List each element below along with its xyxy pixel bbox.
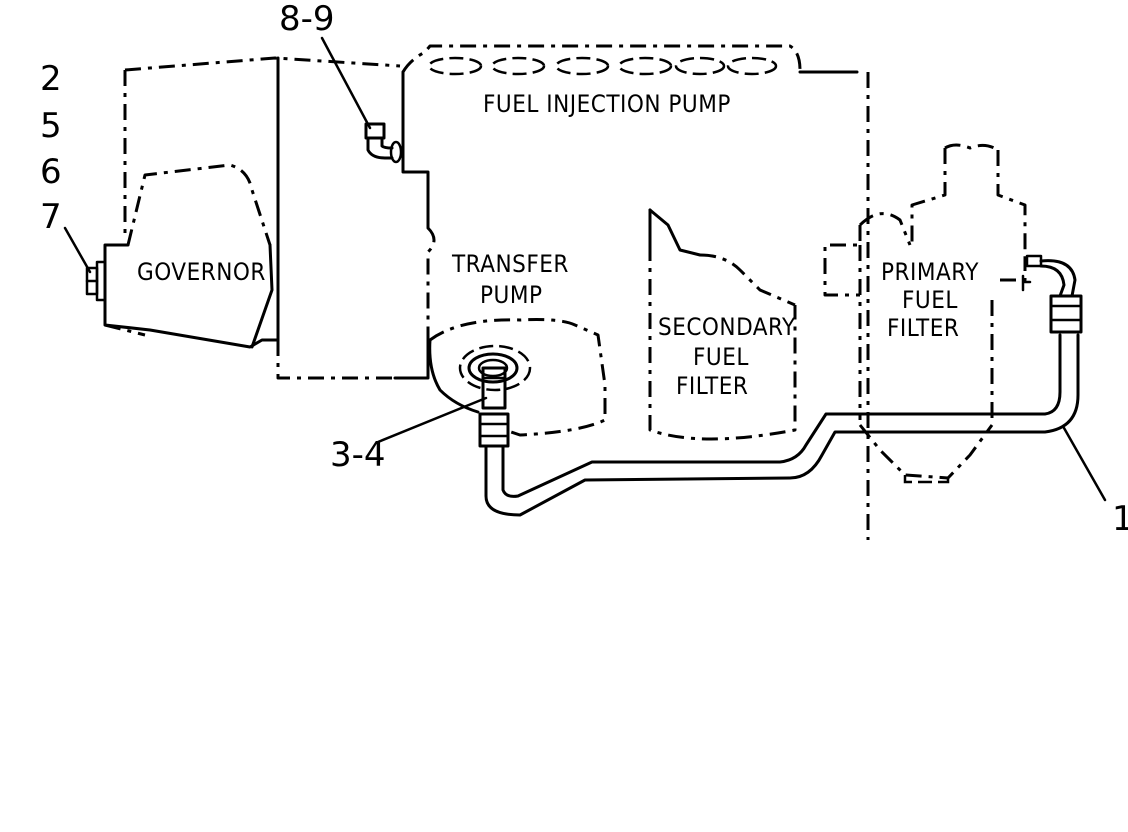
fuel-injection-pump: FUEL INJECTION PUMP bbox=[123, 44, 870, 540]
callout-6-text: 6 bbox=[40, 152, 62, 192]
callout-2-text: 2 bbox=[40, 59, 62, 99]
fuel-injection-pump-label: FUEL INJECTION PUMP bbox=[483, 90, 731, 118]
secondary-fuel-filter-label-line1: SECONDARY bbox=[658, 313, 796, 341]
fuel-line bbox=[484, 259, 1083, 517]
callout-5-text: 5 bbox=[40, 106, 62, 146]
callout-1-text: 1 bbox=[1112, 499, 1128, 539]
injection-pump-cylinders bbox=[427, 56, 778, 76]
governor-cover-bolt bbox=[85, 260, 107, 302]
callout-7-text: 7 bbox=[40, 197, 62, 237]
secondary-fuel-filter-label-line2: FUEL bbox=[693, 343, 749, 371]
callout-1: 1 bbox=[1062, 426, 1128, 539]
callout-2-5-6-7: 2 5 6 7 bbox=[40, 59, 92, 274]
primary-fuel-filter: PRIMARY FUEL FILTER bbox=[823, 143, 1043, 484]
primary-fuel-filter-label-line3: FILTER bbox=[887, 314, 959, 342]
transfer-pump: TRANSFER PUMP bbox=[428, 250, 607, 437]
secondary-fuel-filter-label-line3: FILTER bbox=[676, 372, 748, 400]
primary-fuel-filter-label-line2: FUEL bbox=[902, 286, 958, 314]
callout-3-4: 3-4 bbox=[330, 396, 488, 475]
governor: GOVERNOR bbox=[85, 163, 280, 349]
callout-8-9: 8-9 bbox=[279, 0, 372, 130]
transfer-pump-fitting bbox=[478, 366, 510, 448]
governor-label: GOVERNOR bbox=[137, 258, 266, 286]
elbow-fitting bbox=[364, 122, 403, 164]
callout-8-9-text: 8-9 bbox=[279, 0, 335, 39]
primary-fuel-filter-label-line1: PRIMARY bbox=[881, 258, 979, 286]
transfer-pump-label-line2: PUMP bbox=[480, 281, 542, 309]
secondary-fuel-filter: SECONDARY FUEL FILTER bbox=[648, 208, 797, 441]
callout-3-4-text: 3-4 bbox=[330, 435, 386, 475]
transfer-pump-label-line1: TRANSFER bbox=[451, 250, 569, 278]
